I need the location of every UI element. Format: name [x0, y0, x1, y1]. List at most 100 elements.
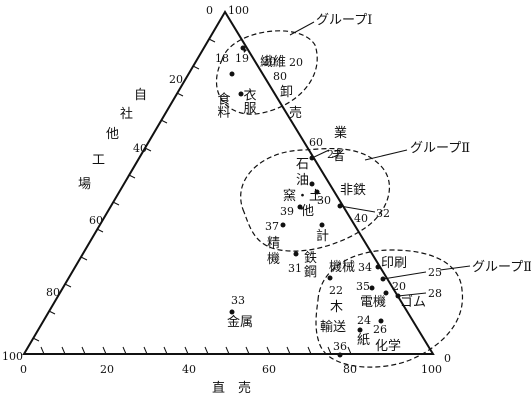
right-title-char-1: 卸	[280, 84, 293, 100]
right-tick-27: 27	[327, 148, 341, 161]
left-title-char-2: 社	[120, 106, 133, 122]
point-36-label: 輸送	[320, 320, 346, 335]
point-31-label-a: 鉄	[304, 251, 317, 266]
left-title-char-3: 他	[106, 127, 119, 142]
point-30-num: 30	[317, 194, 331, 207]
right-tick-60: 60	[309, 136, 323, 149]
group-3-boundary	[315, 249, 464, 368]
point-33-label: 金属	[227, 314, 253, 330]
point-22-num: 22	[329, 284, 343, 297]
point-36-num: 36	[333, 340, 347, 353]
point-24-label: 紙	[357, 333, 370, 348]
point-37-label-b: 機	[267, 252, 280, 267]
group-3-label: グループⅢ	[472, 260, 531, 275]
point-36	[337, 352, 343, 358]
top-apex-zero: 0	[206, 4, 213, 17]
bottom-tick-0: 0	[20, 363, 27, 376]
bottom-tick-80: 80	[343, 363, 357, 376]
bottom-side-ticks	[40, 346, 352, 355]
point-26-num: 26	[373, 323, 387, 336]
point-37	[280, 222, 286, 228]
leader-28	[397, 292, 427, 297]
point-40-label: 計	[316, 228, 329, 244]
point-30b	[314, 189, 320, 195]
group-1-boundary	[216, 30, 318, 115]
point-30-label: 窯・土	[283, 189, 322, 204]
point-25-label: 印刷	[381, 256, 407, 271]
right-apex-zero: 0	[444, 352, 451, 365]
point-27-label-a: 石	[296, 157, 309, 172]
point-35	[369, 285, 375, 291]
point-26	[378, 318, 384, 324]
bottom-tick-20: 20	[100, 363, 114, 376]
point-20a-num: 20	[289, 56, 303, 69]
left-title-char-4: 工	[92, 153, 105, 168]
point-22-label: 木	[330, 300, 343, 315]
right-tick-80: 80	[273, 70, 287, 83]
left-tick-20: 20	[169, 73, 183, 86]
left-side-ticks	[32, 38, 216, 342]
left-tick-40: 40	[133, 142, 147, 155]
point-32-num: 32	[376, 207, 390, 220]
point-33-num: 33	[231, 294, 245, 307]
right-tick-20: 20	[262, 55, 276, 68]
point-19	[238, 91, 244, 97]
right-title-char-3: 業	[334, 125, 347, 141]
point-27-label-b: 油	[296, 173, 309, 188]
point-24-num: 24	[357, 314, 371, 327]
point-19-num: 19	[235, 52, 249, 65]
point-37-label-a: 精	[267, 236, 280, 251]
point-35-label: 電機	[360, 295, 386, 310]
point-20a-label: 繊維	[260, 54, 286, 70]
right-title-char-4: 者	[332, 149, 345, 164]
point-22	[327, 275, 333, 281]
point-40	[319, 222, 325, 228]
left-apex-hundred: 100	[2, 350, 23, 363]
right-tick-40: 40	[354, 212, 368, 225]
point-34	[375, 264, 381, 270]
point-37-num: 37	[265, 220, 279, 233]
bottom-tick-40: 40	[182, 363, 196, 376]
point-19-label: 衣服	[241, 87, 257, 114]
group-2-boundary	[240, 147, 390, 252]
point-30	[309, 181, 315, 187]
point-20a	[240, 45, 246, 51]
point-39-num: 39	[280, 205, 294, 218]
point-20b-num: 20	[392, 280, 406, 293]
point-18-num: 18	[215, 52, 229, 65]
point-35-num: 35	[356, 280, 370, 293]
leader-27	[311, 149, 330, 159]
point-25-num: 25	[428, 266, 442, 279]
point-32-label: 非鉄	[340, 183, 366, 198]
group-2-leader	[364, 149, 408, 161]
point-31	[293, 251, 299, 257]
group-2-label: グループⅡ	[410, 141, 470, 156]
right-title-char-2: 売	[289, 105, 302, 121]
leader-32	[339, 205, 376, 213]
point-34-num: 34	[358, 261, 372, 274]
left-title-char-5: 場	[78, 177, 91, 192]
group-1-leader	[289, 21, 315, 36]
point-20b	[383, 290, 389, 296]
point-26-label: 化学	[375, 338, 401, 354]
point-31-label-b: 鋼	[304, 265, 317, 280]
group-1-label: グループⅠ	[316, 13, 372, 28]
left-title-char-1: 自	[134, 88, 147, 103]
leader-25	[382, 271, 427, 280]
bottom-axis-title: 直 売	[212, 380, 251, 396]
point-34-label: 機械	[329, 260, 355, 275]
point-31-num: 31	[288, 262, 302, 275]
point-24	[357, 327, 363, 333]
point-33	[229, 309, 235, 315]
point-39-label: 他	[301, 204, 314, 219]
point-18-label: 食料	[215, 91, 231, 118]
group-3-leader	[439, 265, 471, 271]
point-39	[297, 204, 303, 210]
point-18	[229, 71, 235, 77]
left-tick-80: 80	[46, 286, 60, 299]
left-tick-60: 60	[89, 214, 103, 227]
bottom-tick-60: 60	[262, 363, 276, 376]
point-28-num: 28	[428, 287, 442, 300]
